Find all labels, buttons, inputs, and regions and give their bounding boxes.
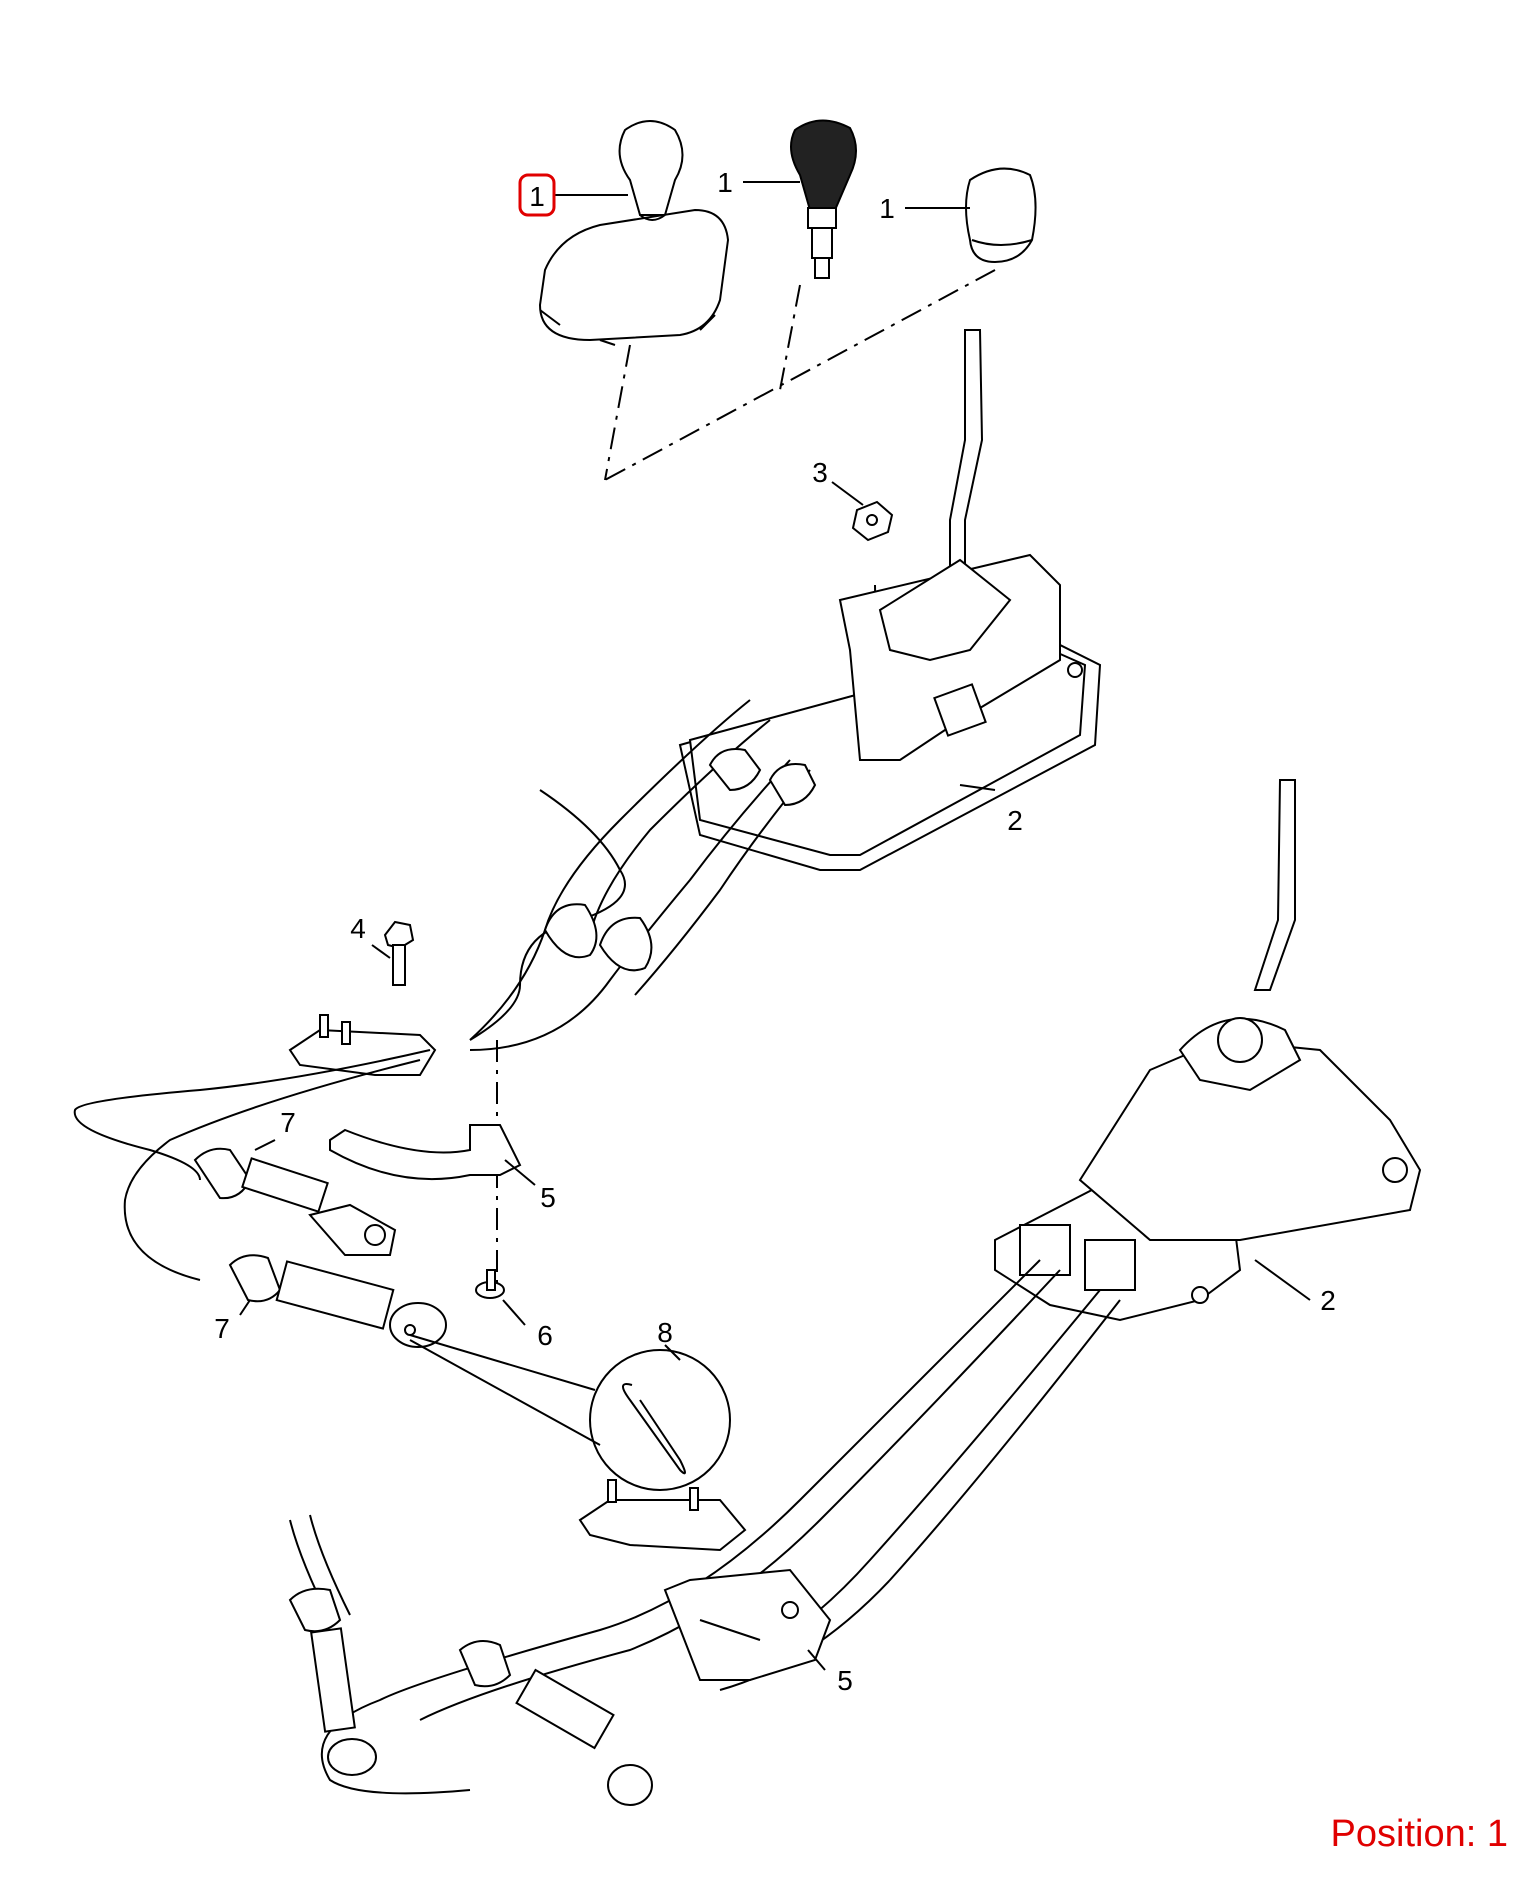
cable-bracket-lower[interactable] [578, 1479, 747, 1552]
callout-2-upper[interactable]: 2 [1007, 805, 1023, 836]
callout-8[interactable]: 8 [657, 1317, 673, 1348]
cable-end-lower-left[interactable] [288, 1587, 377, 1776]
hairpin-clip-detail[interactable] [409, 1334, 731, 1491]
position-label: Position: 1 [1330, 1813, 1508, 1855]
cable-bracket-upper[interactable] [288, 1014, 437, 1076]
cable-end-lower[interactable] [228, 1254, 447, 1348]
callout-2-lower[interactable]: 2 [1320, 1285, 1336, 1316]
clip-bracket-upper[interactable] [329, 1124, 522, 1181]
callout-5-lower[interactable]: 5 [837, 1665, 853, 1696]
callout-6[interactable]: 6 [537, 1320, 553, 1351]
callout-7-upper[interactable]: 7 [280, 1107, 296, 1138]
cable-end-upper[interactable] [193, 1147, 397, 1256]
callout-7-lower[interactable]: 7 [214, 1313, 230, 1344]
cable-end-lower-right[interactable] [458, 1640, 653, 1806]
shifter-housing-lower[interactable] [994, 1017, 1422, 1322]
clip-bracket-lower[interactable] [663, 1568, 832, 1681]
screw[interactable] [475, 1269, 505, 1299]
bolt-upper[interactable] [383, 920, 415, 986]
shifter-housing-upper[interactable] [678, 553, 1102, 871]
callout-5-upper[interactable]: 5 [540, 1182, 556, 1213]
highlight-box [518, 173, 556, 217]
callout-4[interactable]: 4 [350, 913, 366, 944]
nut[interactable] [851, 500, 894, 542]
callout-1-boot[interactable]: 1 [529, 181, 545, 212]
callout-1-plain-knob[interactable]: 1 [879, 193, 895, 224]
shift-knob-plain[interactable] [965, 167, 1037, 264]
shift-knob-dark[interactable] [790, 119, 857, 279]
shift-knob-with-boot[interactable] [538, 120, 730, 346]
callout-1-dark-knob[interactable]: 1 [717, 167, 733, 198]
callout-3[interactable]: 3 [812, 457, 828, 488]
